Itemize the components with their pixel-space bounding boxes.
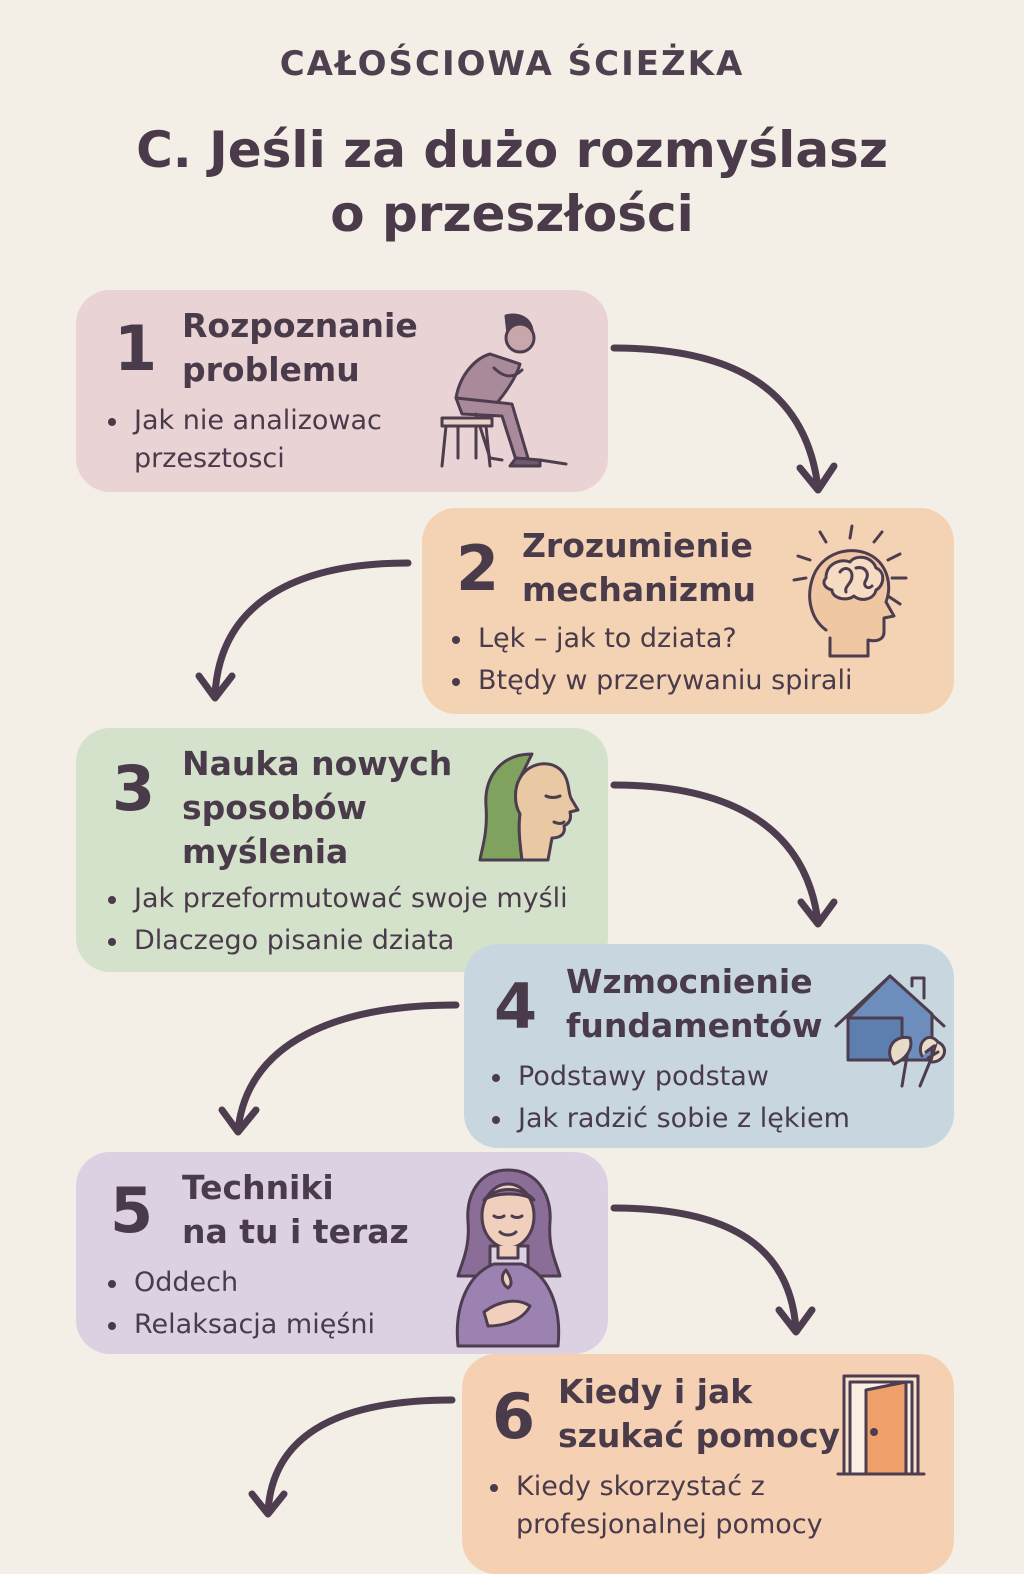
page-title: C. Jeśli za dużo rozmyślasz o przeszłośc… xyxy=(136,121,888,243)
step-card-1: 1 Rozpoznanie problemu Jak nie analizowa… xyxy=(76,290,608,492)
step-title: Nauka nowych sposobów myślenia xyxy=(182,744,453,871)
page-kicker: CAŁOŚCIOWA ŚCIEŻKA xyxy=(279,44,745,84)
sitting-person-icon xyxy=(440,313,568,468)
arrow-2-to-3 xyxy=(211,559,412,699)
list-item: Dlaczego pisanie dziata xyxy=(106,922,568,960)
list-item: Lęk – jak to dziata? xyxy=(450,620,852,658)
step-title: Wzmocnienie fundamentów xyxy=(566,962,823,1045)
step-bullets: Lęk – jak to dziata? Btędy w przerywaniu… xyxy=(450,620,852,704)
step-number: 5 xyxy=(110,1174,154,1247)
list-item: Oddech xyxy=(106,1264,375,1302)
list-item: Relaksacja mięśni xyxy=(106,1306,375,1344)
arrow-3-to-4-head xyxy=(797,898,838,928)
step-bullets: Kiedy skorzystać z profesjonalnej pomocy xyxy=(488,1468,823,1548)
arrow-4-to-5-head xyxy=(218,1106,260,1136)
list-item: Podstawy podstaw xyxy=(490,1058,850,1096)
arrow-6-to-next-head xyxy=(248,1490,288,1518)
breathing-woman-icon xyxy=(455,1168,562,1348)
arrow-2-to-3-head xyxy=(195,672,236,702)
list-item: Kiedy skorzystać z profesjonalnej pomocy xyxy=(488,1468,823,1544)
step-title: Kiedy i jak szukać pomocy xyxy=(558,1372,841,1455)
step-title: Zrozumienie mechanizmu xyxy=(522,526,756,609)
step-number: 2 xyxy=(456,532,500,605)
head-brain-icon xyxy=(792,524,908,658)
open-door-icon xyxy=(836,1374,926,1476)
step-title: Techniki na tu i teraz xyxy=(182,1168,409,1251)
step-card-2: 2 Zrozumienie mechanizmu Lęk – jak to dz… xyxy=(422,508,954,714)
step-card-4: 4 Wzmocnienie fundamentów Podstawy podst… xyxy=(464,944,954,1148)
arrow-1-to-2 xyxy=(610,344,822,492)
calm-face-profile-icon xyxy=(478,752,580,862)
step-card-6: 6 Kiedy i jak szukać pomocy Kiedy skorzy… xyxy=(462,1354,954,1574)
arrow-1-to-2-head xyxy=(796,462,838,494)
house-plants-icon xyxy=(834,974,947,1088)
step-card-3: 3 Nauka nowych sposobów myślenia Jak prz… xyxy=(76,728,608,972)
flow-arrows xyxy=(195,344,838,1518)
step-bullets: Podstawy podstaw Jak radzić sobie z lęki… xyxy=(490,1058,850,1142)
step-bullets: Oddech Relaksacja mięśni xyxy=(106,1264,375,1348)
step-number: 4 xyxy=(494,970,538,1043)
arrow-6-to-next xyxy=(264,1396,456,1516)
arrow-4-to-5 xyxy=(234,1001,460,1134)
step-card-5: 5 Techniki na tu i teraz Oddech Relaksac… xyxy=(76,1152,608,1354)
step-number: 3 xyxy=(112,752,156,825)
step-bullets: Jak nie analizowac przesztosci xyxy=(106,402,382,482)
arrow-5-to-6 xyxy=(610,1204,800,1334)
list-item: Btędy w przerywaniu spirali xyxy=(450,662,852,700)
list-item: Jak radzić sobie z lękiem xyxy=(490,1100,850,1138)
list-item: Jak przeformutować swoje myśli xyxy=(106,880,568,918)
step-number: 1 xyxy=(114,312,158,385)
arrow-5-to-6-head xyxy=(775,1306,816,1336)
list-item: Jak nie analizowac przesztosci xyxy=(106,402,382,478)
step-bullets: Jak przeformutować swoje myśli Dlaczego … xyxy=(106,880,568,964)
step-number: 6 xyxy=(492,1380,536,1453)
arrow-3-to-4 xyxy=(610,781,822,926)
step-title: Rozpoznanie problemu xyxy=(182,306,418,389)
